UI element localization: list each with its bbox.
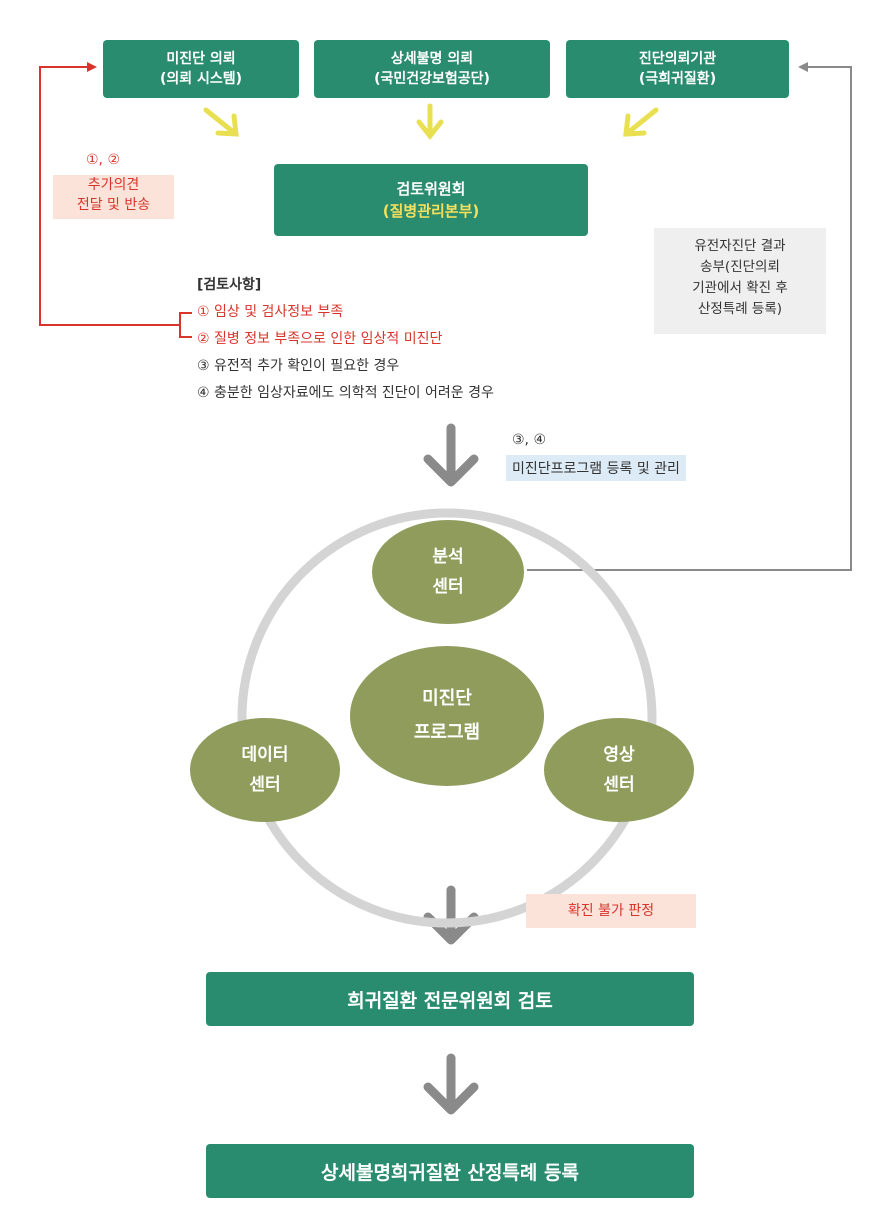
criteria-item-2: ② 질병 정보 부족으로 인한 임상적 미진단 bbox=[197, 331, 443, 347]
diagnostic-institution-box: 진단의뢰기관 (극희귀질환) bbox=[566, 40, 789, 98]
unspecified-request-box: 상세불명 의뢰 (국민건강보험공단) bbox=[314, 40, 550, 98]
program-registration-note: 미진단프로그램 등록 및 관리 bbox=[506, 455, 686, 481]
genetic-result-line2: 송부(진단의뢰 bbox=[700, 259, 780, 275]
review-criteria-list: [검토사항] ① 임상 및 검사정보 부족 ② 질병 정보 부족으로 인한 임상… bbox=[197, 272, 494, 407]
undiagnosed-program-line2: 프로그램 bbox=[413, 722, 481, 743]
feedback-label: ①, ② bbox=[86, 152, 121, 168]
diagnostic-institution-title: 진단의뢰기관 bbox=[638, 51, 717, 67]
imaging-center-line1: 영상 bbox=[603, 745, 635, 765]
criteria-item-4: ④ 충분한 임상자료에도 의학적 진단이 어려운 경우 bbox=[197, 385, 494, 401]
data-center-circle: 데이터 센터 bbox=[190, 718, 340, 822]
undiagnosed-program-circle: 미진단 프로그램 bbox=[350, 646, 544, 786]
review-criteria-title: [검토사항] bbox=[197, 277, 262, 293]
genetic-result-line4: 산정특례 등록) bbox=[697, 301, 783, 317]
expert-review-text: 희귀질환 전문위원회 검토 bbox=[347, 989, 553, 1012]
feedback-line-red bbox=[39, 62, 192, 326]
feedback-note: 추가의견 전달 및 반송 bbox=[53, 175, 174, 219]
unspecified-request-title: 상세불명 의뢰 bbox=[390, 51, 474, 67]
final-registration-text: 상세불명희귀질환 산정특례 등록 bbox=[321, 1161, 579, 1184]
unspecified-request-subtitle: (국민건강보험공단) bbox=[374, 71, 490, 87]
undiagnosed-program-line1: 미진단 bbox=[422, 688, 472, 709]
analysis-center-circle: 분석 센터 bbox=[372, 520, 524, 624]
review-committee-title: 검토위원회 bbox=[396, 180, 466, 198]
diagnostic-institution-subtitle: (극희귀질환) bbox=[638, 71, 717, 87]
analysis-center-line1: 분석 bbox=[432, 547, 464, 567]
review-committee-subtitle: (질병관리본부) bbox=[382, 202, 480, 220]
return-line-gray bbox=[527, 62, 852, 571]
data-center-line2: 센터 bbox=[249, 775, 281, 795]
program-note-label: ③, ④ bbox=[512, 432, 547, 448]
data-center-line1: 데이터 bbox=[241, 745, 289, 765]
imaging-center-circle: 영상 센터 bbox=[544, 718, 694, 822]
expert-review-box: 희귀질환 전문위원회 검토 bbox=[206, 972, 694, 1026]
imaging-center-line2: 센터 bbox=[603, 775, 635, 795]
undiagnosed-request-subtitle: (의뢰 시스템) bbox=[159, 71, 243, 87]
genetic-result-line1: 유전자진단 결과 bbox=[694, 238, 786, 254]
undiagnosed-request-title: 미진단 의뢰 bbox=[166, 51, 236, 67]
unconfirmed-note: 확진 불가 판정 bbox=[526, 894, 696, 928]
final-registration-box: 상세불명희귀질환 산정특례 등록 bbox=[206, 1144, 694, 1198]
criteria-item-1: ① 임상 및 검사정보 부족 bbox=[197, 304, 344, 320]
feedback-note-line2: 전달 및 반송 bbox=[76, 197, 151, 213]
center-cycle-ring bbox=[237, 508, 657, 928]
review-committee-box: 검토위원회 (질병관리본부) bbox=[274, 164, 588, 236]
criteria-item-3: ③ 유전적 추가 확인이 필요한 경우 bbox=[197, 358, 400, 374]
genetic-result-note: 유전자진단 결과 송부(진단의뢰 기관에서 확진 후 산정특례 등록) bbox=[654, 228, 826, 334]
genetic-result-line3: 기관에서 확진 후 bbox=[692, 280, 788, 296]
feedback-note-line1: 추가의견 bbox=[87, 177, 140, 193]
undiagnosed-request-box: 미진단 의뢰 (의뢰 시스템) bbox=[103, 40, 299, 98]
analysis-center-line2: 센터 bbox=[432, 577, 464, 597]
yellow-arrows bbox=[203, 103, 659, 141]
